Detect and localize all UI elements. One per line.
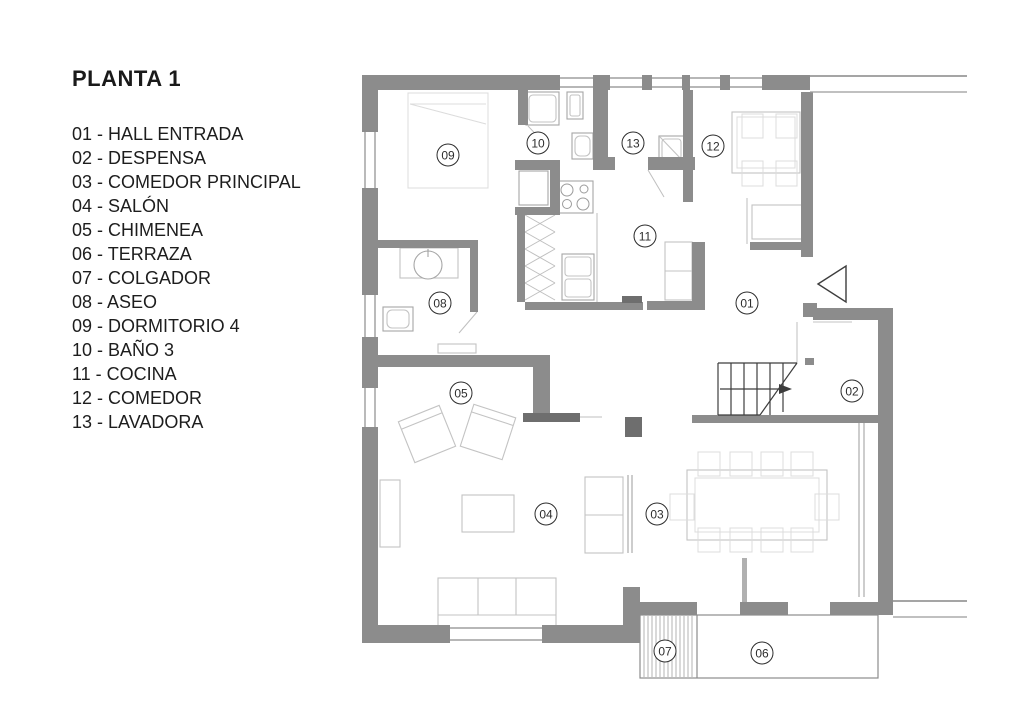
room-marker: 02 (840, 379, 864, 403)
room-marker: 01 (735, 291, 759, 315)
fireplace-hearth (523, 413, 580, 422)
room-marker: 07 (653, 639, 677, 663)
legend-item: 08 - ASEO (72, 292, 158, 312)
legend-item: 10 - BAÑO 3 (72, 340, 175, 360)
exterior-wall-bottom (362, 587, 878, 643)
legend-item: 09 - DORMITORIO 4 (72, 316, 240, 336)
water-heater (518, 170, 549, 206)
site-boundary-lines (810, 75, 967, 618)
radiator (379, 479, 401, 548)
legend-item: 05 - CHIMENEA (72, 220, 204, 240)
legend-item: 02 - DESPENSA (72, 148, 207, 168)
armchair-left (397, 404, 457, 464)
legend-item: 04 - SALÓN (72, 196, 170, 216)
window (362, 132, 378, 188)
partition-stub (742, 558, 747, 602)
kitchen-counter (664, 241, 693, 301)
legend-item: 12 - COMEDOR (72, 388, 203, 408)
coffee-table (461, 494, 515, 533)
window (362, 295, 378, 337)
legend-item: 11 - COCINA (72, 364, 177, 384)
walls-layer (362, 75, 893, 643)
glass-partition (858, 423, 865, 597)
bed (407, 92, 489, 189)
room-marker: 09 (436, 143, 460, 167)
legend-item: 03 - COMEDOR PRINCIPAL (72, 172, 301, 192)
room-marker: 03 (645, 502, 669, 526)
kitchen-sink (561, 253, 595, 301)
exterior-wall-top (362, 75, 810, 90)
room-marker: 04 (534, 502, 558, 526)
stairs (717, 322, 798, 416)
legend-item: 06 - TERRAZA (72, 244, 192, 264)
legend-item: 01 - HALL ENTRADA (72, 124, 244, 144)
furniture-layer (379, 91, 865, 628)
window (560, 75, 593, 90)
legend-list: 01 - HALL ENTRADA 02 - DESPENSA 03 - COM… (72, 122, 301, 434)
windows-layer (362, 75, 762, 643)
legend-item: 07 - COLGADOR (72, 268, 212, 288)
window (450, 625, 542, 643)
sideboard (746, 198, 803, 244)
legend-item: 13 - LAVADORA (72, 412, 204, 432)
window (730, 75, 762, 90)
pantry-shelves (524, 214, 556, 301)
vanity-basin (399, 247, 459, 280)
loveseat (584, 475, 633, 554)
room-marker: 05 (449, 381, 473, 405)
toilet-bath3 (571, 132, 594, 160)
room-marker: 12 (701, 134, 725, 158)
window (690, 75, 720, 90)
window (362, 388, 378, 427)
stair-rail-post (805, 358, 814, 365)
bench-aseo (437, 343, 477, 354)
room-marker: 10 (526, 131, 550, 155)
stairs-direction-arrow (720, 384, 792, 394)
bathtub (525, 91, 560, 126)
exterior-wall-right (801, 92, 893, 615)
room-marker: 06 (750, 641, 774, 665)
sofa (437, 577, 557, 628)
kitchen-threshold (622, 296, 642, 303)
pillar (625, 417, 642, 437)
dining-table-large (669, 451, 840, 553)
toilet-aseo (382, 306, 414, 332)
armchair-right (459, 403, 517, 461)
legend: PLANTA 1 01 - HALL ENTRADA 02 - DESPENSA… (72, 66, 301, 434)
stove (556, 180, 594, 214)
room-marker: 11 (633, 224, 657, 248)
window (610, 75, 642, 90)
dining-table-small (731, 111, 801, 187)
entrance-arrow (816, 264, 847, 304)
room-marker: 08 (428, 291, 452, 315)
page-title: PLANTA 1 (72, 66, 182, 91)
interior-walls (378, 88, 878, 423)
window (652, 75, 682, 90)
bath-sink (566, 91, 584, 120)
room-marker: 13 (621, 131, 645, 155)
